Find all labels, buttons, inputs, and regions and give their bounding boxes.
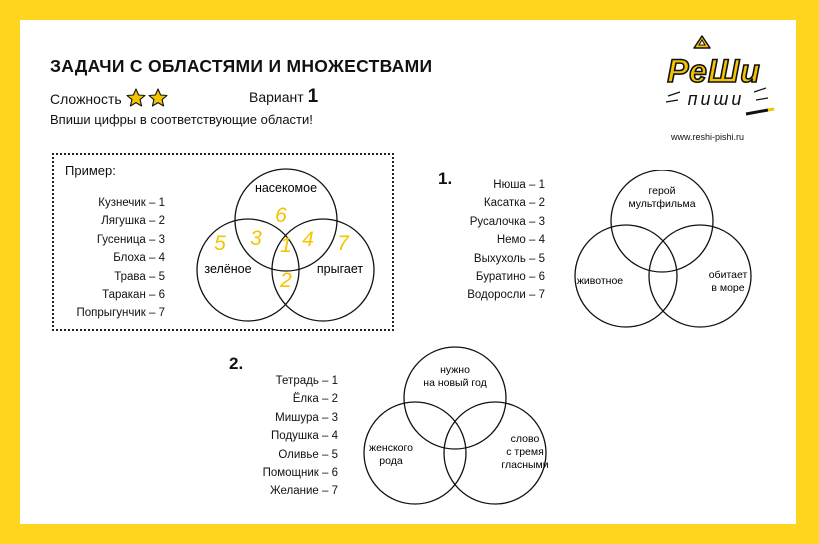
set-label-right-line1: обитает — [709, 269, 748, 281]
task-2-venn-diagram: нужно на новый год женского рода слово с… — [363, 346, 549, 505]
list-item: Блоха – 4 — [113, 252, 165, 265]
difficulty-stars — [125, 88, 168, 107]
variant-label: Вариант — [249, 89, 304, 105]
list-item: Лягушка – 2 — [101, 215, 165, 228]
list-item: Буратино – 6 — [475, 271, 545, 284]
site-url: www.reshi-pishi.ru — [671, 132, 745, 142]
list-item: Подушка – 4 — [271, 430, 338, 443]
venn-circle-left — [574, 224, 678, 328]
logo-word-top: РеШи — [667, 53, 761, 89]
list-item: Помощник – 6 — [262, 467, 338, 480]
list-item: Касатка – 2 — [483, 197, 545, 210]
list-item: Трава – 5 — [114, 270, 165, 283]
list-item: Водоросли – 7 — [467, 289, 545, 302]
ruler-triangle-icon — [693, 35, 711, 49]
star-icon — [125, 88, 146, 107]
example-label: Пример: — [65, 163, 116, 178]
example-box — [52, 153, 394, 331]
set-label-right-line3: гласными — [501, 459, 548, 471]
answer-digit: 7 — [337, 232, 350, 255]
venn-circle-left — [196, 218, 300, 322]
list-item: Гусеница – 3 — [96, 233, 165, 246]
venn-circle-top — [610, 170, 714, 273]
list-item: Желание – 7 — [270, 485, 338, 498]
variant-number: 1 — [307, 86, 319, 107]
task-1-list: Нюша – 1 Касатка – 2 Русалочка – 3 Немо … — [467, 176, 545, 305]
list-item: Попрыгунчик – 7 — [76, 307, 165, 320]
set-label-top-line1: герой — [649, 185, 676, 197]
task-1-venn-diagram: герой мультфильма животное обитает в мор… — [574, 170, 752, 328]
list-item: Немо – 4 — [496, 234, 545, 247]
worksheet: ЗАДАЧИ С ОБЛАСТЯМИ И МНОЖЕСТВАМИ Сложнос… — [20, 20, 796, 524]
difficulty-label: Сложность — [50, 91, 122, 107]
task-2-number: 2. — [229, 354, 244, 373]
list-item: Мишура – 3 — [275, 411, 338, 424]
set-label-left-line1: женского — [369, 442, 413, 454]
answer-digit: 4 — [302, 228, 314, 251]
difficulty: Сложность — [50, 88, 170, 108]
list-item: Таракан – 6 — [102, 289, 165, 302]
set-label-left: зелёное — [204, 262, 251, 276]
set-label-left-line2: рода — [379, 455, 403, 467]
answer-digit: 6 — [275, 204, 287, 227]
set-label-top: насекомое — [255, 181, 317, 195]
set-label-right-line2: в море — [711, 282, 744, 294]
task-1-number: 1. — [438, 169, 453, 188]
venn-circle-right — [443, 401, 547, 505]
logo: РеШи пиши — [665, 35, 775, 116]
venn-circle-right — [271, 218, 375, 322]
list-item: Ёлка – 2 — [292, 393, 338, 406]
answer-digit: 5 — [214, 232, 226, 255]
set-label-top-line1: нужно — [440, 364, 470, 376]
logo-word-bottom: пиши — [688, 89, 745, 109]
set-label-right: прыгает — [317, 262, 363, 276]
answer-digit: 1 — [280, 234, 292, 257]
example-venn-diagram: насекомое зелёное прыгает 6 5 3 1 4 7 2 — [196, 168, 375, 322]
example-list: Кузнечик – 1 Лягушка – 2 Гусеница – 3 Бл… — [77, 194, 165, 323]
list-item: Кузнечик – 1 — [98, 197, 165, 209]
instruction: Впиши цифры в соответствующие области! — [50, 112, 313, 127]
venn-circle-right — [648, 224, 752, 328]
set-label-left: животное — [577, 275, 623, 287]
pencil-icon — [745, 107, 775, 116]
list-item: Тетрадь – 1 — [275, 375, 338, 387]
set-label-top-line2: на новый год — [423, 377, 486, 389]
task-2-list: Тетрадь – 1 Ёлка – 2 Мишура – 3 Подушка … — [263, 372, 338, 501]
venn-circle-top — [234, 168, 338, 272]
list-item: Нюша – 1 — [493, 179, 545, 191]
venn-circle-left — [363, 401, 467, 505]
set-label-right-line1: слово — [511, 433, 540, 445]
logo-decoration — [665, 87, 769, 103]
venn-circle-top — [403, 346, 507, 450]
list-item: Русалочка – 3 — [469, 215, 545, 228]
answer-digit: 2 — [279, 269, 292, 292]
list-item: Оливье – 5 — [278, 448, 338, 461]
page-title: ЗАДАЧИ С ОБЛАСТЯМИ И МНОЖЕСТВАМИ — [50, 56, 433, 76]
set-label-top-line2: мультфильма — [628, 198, 695, 210]
answer-digit: 3 — [250, 227, 262, 250]
star-icon — [147, 88, 168, 107]
list-item: Выхухоль – 5 — [473, 252, 545, 265]
set-label-right-line2: с тремя — [506, 446, 544, 458]
